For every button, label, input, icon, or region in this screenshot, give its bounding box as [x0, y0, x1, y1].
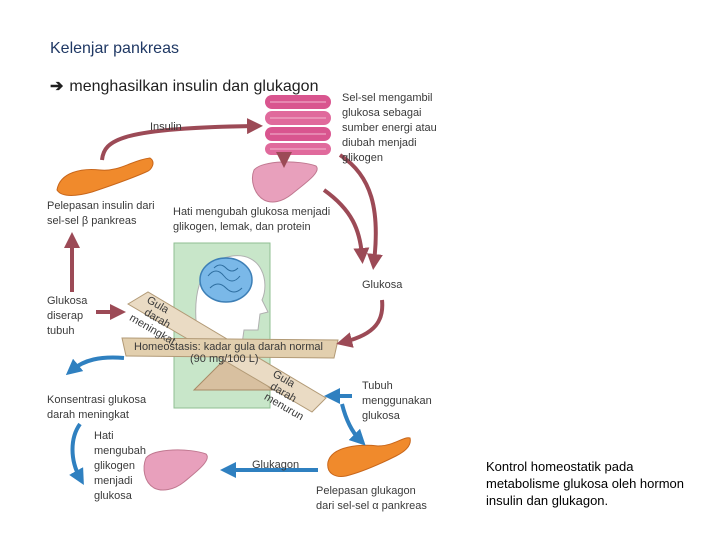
arrow-insulin-icon [100, 118, 263, 161]
arrow-muscle-down-icon [338, 153, 383, 270]
pancreas-bottom-icon [327, 437, 411, 477]
muscle-cells-icon [265, 95, 331, 155]
brain-icon [199, 257, 253, 303]
glukagon-label: Glukagon [252, 459, 299, 471]
arrow-glukosa-to-balance-icon [336, 299, 385, 348]
liver-top-icon [251, 161, 318, 203]
page-title: Kelenjar pankreas [50, 40, 179, 57]
balance-scale [121, 291, 339, 413]
page-subtitle: ➔ menghasilkan insulin dan glukagon [50, 76, 318, 96]
arrow-to-pancreas-bottom-icon [340, 403, 366, 446]
subtitle-text: menghasilkan insulin dan glukagon [69, 78, 319, 95]
glukosa-right-label: Glukosa [362, 279, 403, 291]
figure-caption: Kontrol homeostatik pada metabolisme glu… [486, 459, 684, 508]
arrow-liver-down-icon [322, 188, 370, 264]
homeostasis-label: Homeostasis: kadar gula darah normal [134, 341, 323, 353]
body-uses-label: Tubuh menggunakan glukosa [362, 380, 435, 422]
concentration-label: Konsentrasi glukosa darah meningkat [47, 394, 149, 421]
homeostasis-value: (90 mg/100 L) [190, 353, 258, 365]
lever-flat [121, 337, 339, 359]
arrow-right-icon: ➔ [50, 78, 64, 95]
liver-top-label: Hati mengubah glukosa menjadi glikogen, … [173, 206, 333, 233]
insulin-label: Insulin [150, 121, 182, 133]
arrow-to-liver-bottom-icon [69, 422, 84, 485]
glucagon-release-label: Pelepasan glukagon dari sel-sel α pankre… [316, 485, 427, 512]
pancreas-top-icon [56, 157, 154, 196]
liver-bottom-label: Hati mengubah glikogen menjadi glukosa [94, 430, 149, 502]
glukosa-absorbed-label: Glukosa diserap tubuh [47, 295, 90, 337]
insulin-release-label: Pelepasan insulin dari sel-sel β pankrea… [47, 200, 158, 227]
liver-bottom-icon [143, 449, 208, 491]
arrow-to-concentration-icon [65, 355, 125, 376]
insulin-arrows [64, 118, 385, 348]
muscle-label: Sel-sel mengambil glukosa sebagai sumber… [342, 92, 440, 164]
glucagon-arrows [65, 355, 366, 485]
